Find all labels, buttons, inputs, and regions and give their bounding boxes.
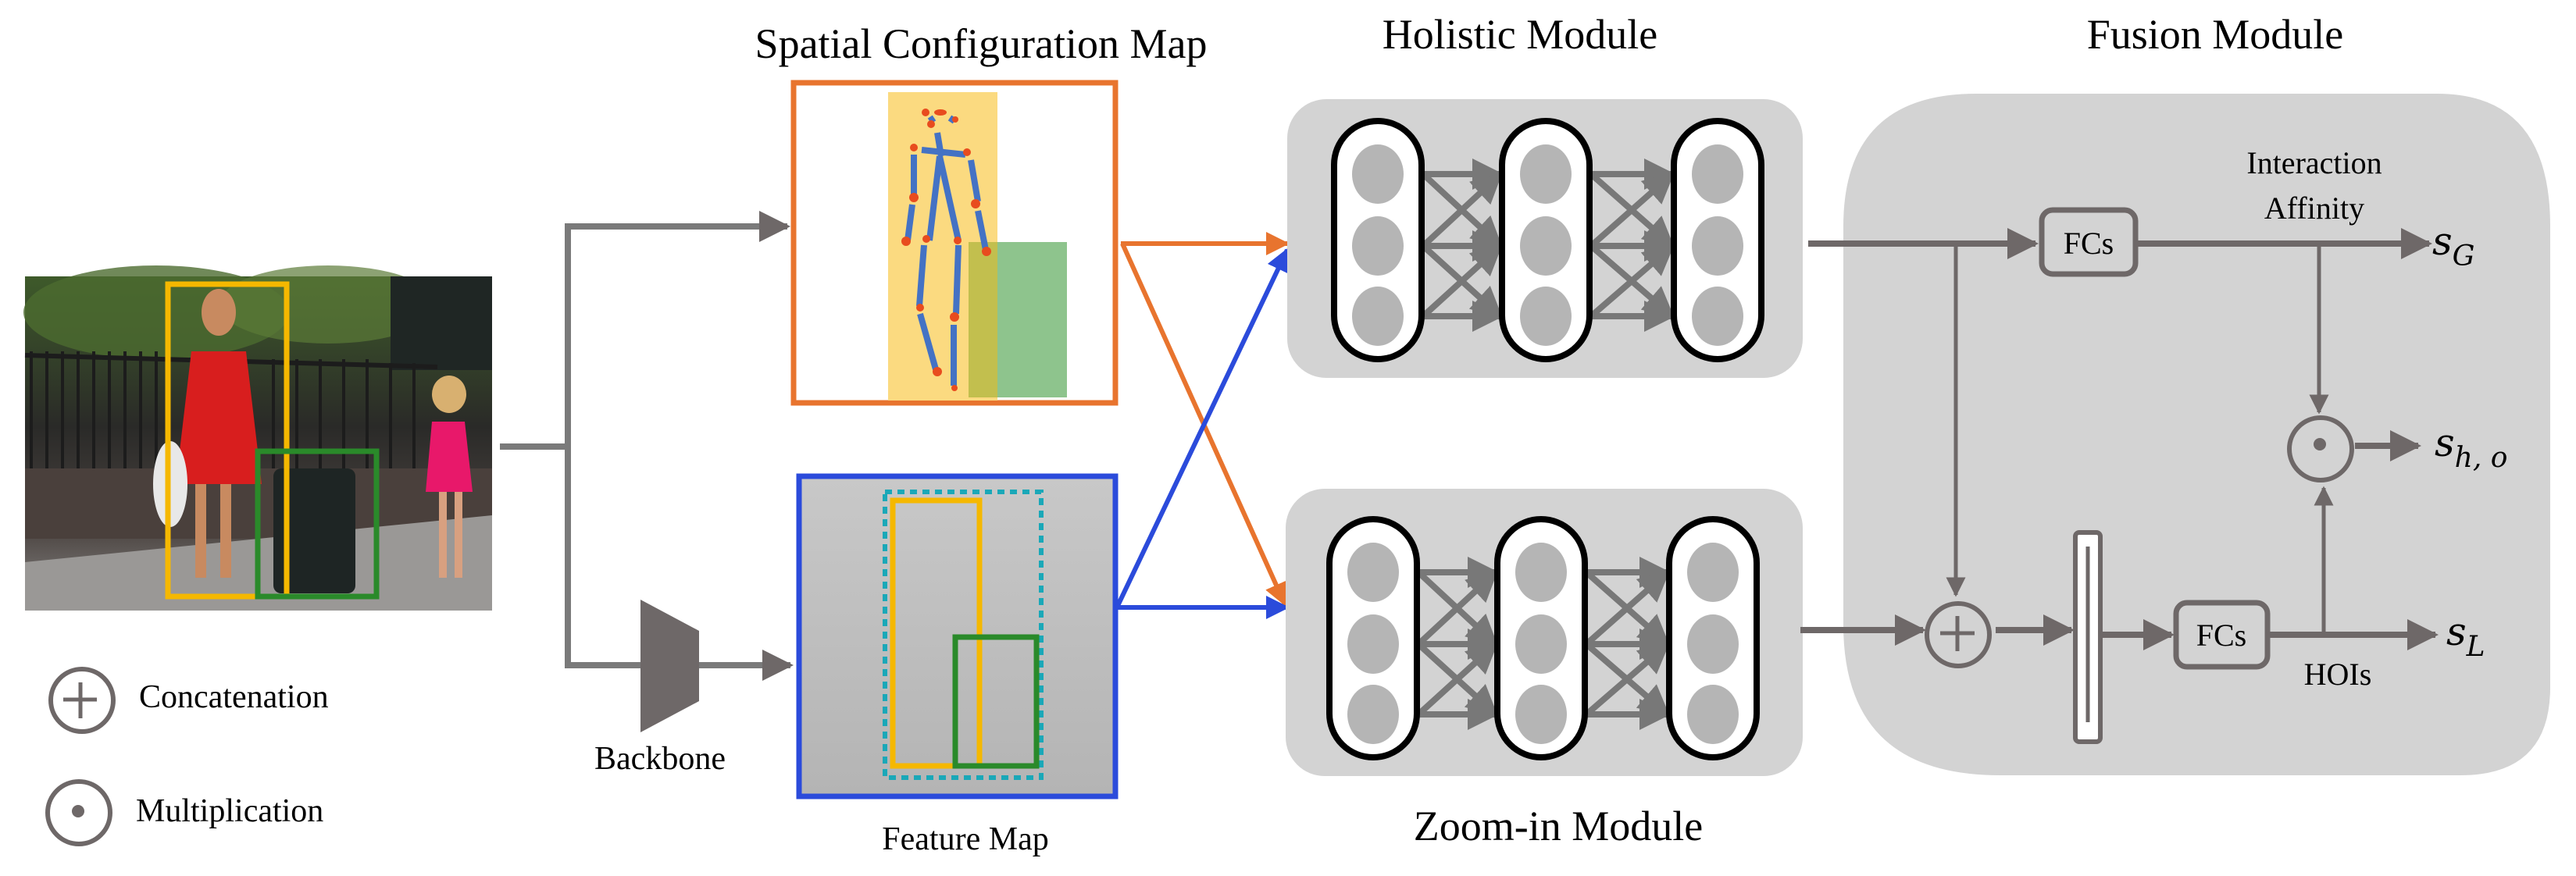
holistic-neuron bbox=[1352, 144, 1404, 204]
holistic-neuron bbox=[1692, 144, 1743, 204]
union-bbox bbox=[883, 490, 1044, 780]
concatenated-feature-vector bbox=[2073, 530, 2103, 744]
zoomin-neuron bbox=[1347, 614, 1399, 674]
holistic-module bbox=[1287, 99, 1803, 378]
holistic-neuron bbox=[1520, 287, 1572, 346]
dot-circle-icon bbox=[45, 779, 112, 846]
zoom-in-module-title: Zoom-in Module bbox=[1414, 803, 1703, 849]
legend: Concatenation Multiplication bbox=[45, 667, 329, 846]
spatial-map-title: Spatial Configuration Map bbox=[755, 20, 1208, 67]
zoomin-neuron bbox=[1687, 614, 1739, 674]
zoomin-neuron bbox=[1347, 543, 1399, 602]
input-branch-connector bbox=[500, 211, 794, 681]
human-bbox bbox=[165, 281, 290, 600]
holistic-neuron bbox=[1352, 216, 1404, 276]
concatenation-operator-icon bbox=[1925, 601, 1992, 668]
input-image bbox=[23, 265, 492, 611]
multiplication-operator-icon bbox=[2287, 415, 2354, 483]
zoomin-neuron bbox=[1687, 543, 1739, 602]
interaction-affinity-label-2: Affinity bbox=[2264, 191, 2364, 226]
feature-object-bbox bbox=[952, 634, 1040, 769]
holistic-layer bbox=[1671, 118, 1764, 362]
holistic-connection bbox=[1421, 172, 1503, 248]
zoomin-layer bbox=[1326, 516, 1420, 760]
interaction-affinity-label-1: Interaction bbox=[2246, 145, 2382, 180]
legend-concatenation: Concatenation bbox=[48, 667, 329, 734]
output-score-global: sG bbox=[2432, 219, 2474, 272]
pose-skeleton bbox=[904, 115, 989, 386]
holistic-connection bbox=[1421, 244, 1503, 319]
svg-text:Concatenation: Concatenation bbox=[139, 679, 329, 715]
pose-joints bbox=[901, 109, 991, 391]
holistic-connection bbox=[1589, 172, 1675, 248]
svg-text:Multiplication: Multiplication bbox=[136, 793, 323, 829]
svg-text:FCs: FCs bbox=[2196, 618, 2247, 653]
backbone-label: Backbone bbox=[594, 741, 726, 777]
zoomin-connection bbox=[1416, 642, 1498, 717]
backbone-icon bbox=[640, 600, 699, 732]
hois-label: HOIs bbox=[2304, 657, 2372, 692]
fusion-module-title: Fusion Module bbox=[2087, 11, 2344, 58]
object-bbox bbox=[255, 448, 380, 600]
fc-block-top: FCs bbox=[2039, 207, 2139, 277]
holistic-module-title: Holistic Module bbox=[1383, 11, 1657, 58]
zoomin-neuron bbox=[1515, 685, 1567, 744]
holistic-neuron bbox=[1692, 216, 1743, 276]
feature-map bbox=[796, 473, 1119, 799]
zoomin-neuron bbox=[1687, 685, 1739, 744]
holistic-neuron bbox=[1520, 216, 1572, 276]
crossing-connectors bbox=[1115, 232, 1290, 619]
zoom-in-module bbox=[1286, 489, 1803, 776]
svg-text:FCs: FCs bbox=[2064, 226, 2114, 261]
holistic-neuron bbox=[1520, 144, 1572, 204]
holistic-connection bbox=[1589, 243, 1675, 319]
feature-map-title: Feature Map bbox=[882, 821, 1048, 857]
holistic-neuron bbox=[1692, 287, 1743, 346]
zoomin-neuron bbox=[1515, 543, 1567, 602]
output-score-local: sL bbox=[2446, 609, 2485, 663]
holistic-layer bbox=[1499, 118, 1593, 362]
fusion-module bbox=[1843, 94, 2550, 775]
holistic-layer bbox=[1331, 118, 1425, 362]
output-score-final: sh, o bbox=[2435, 420, 2507, 474]
spatial-configuration-map bbox=[790, 80, 1119, 406]
legend-multiplication: Multiplication bbox=[45, 779, 323, 846]
fc-block-bottom: FCs bbox=[2173, 600, 2271, 670]
zoomin-connection bbox=[1584, 641, 1671, 718]
feature-human-bbox bbox=[890, 497, 983, 769]
zoomin-layer bbox=[1666, 516, 1760, 760]
zoomin-neuron bbox=[1347, 685, 1399, 744]
holistic-neuron bbox=[1352, 287, 1404, 346]
fusion-flows bbox=[1800, 228, 2439, 650]
plus-circle-icon bbox=[48, 667, 116, 734]
zoomin-neuron bbox=[1515, 614, 1567, 674]
zoomin-layer bbox=[1494, 516, 1588, 760]
zoomin-connection bbox=[1584, 570, 1670, 646]
zoomin-connection bbox=[1416, 570, 1498, 646]
